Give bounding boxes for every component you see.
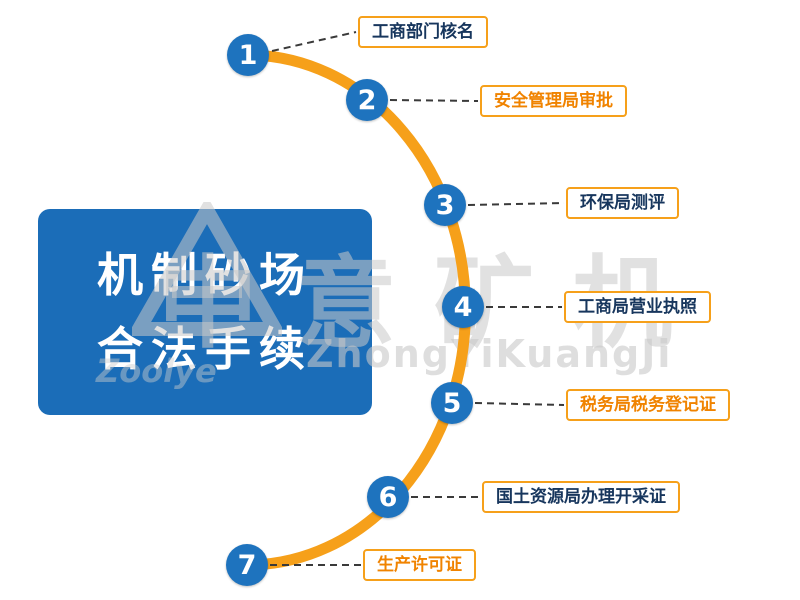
- step-6-label: 国土资源局办理开采证: [482, 481, 680, 513]
- step-1-number: 1: [227, 34, 269, 76]
- connector-line-3: [467, 202, 565, 206]
- connector-line-2: [389, 99, 479, 102]
- step-4-label: 工商局营业执照: [564, 291, 711, 323]
- step-3-label: 环保局测评: [566, 187, 679, 219]
- step-5-number: 5: [431, 382, 473, 424]
- step-2-label: 安全管理局审批: [480, 85, 627, 117]
- step-7-number: 7: [226, 544, 268, 586]
- step-3-number: 3: [424, 184, 466, 226]
- step-5-label: 税务局税务登记证: [566, 389, 730, 421]
- step-1-label: 工商部门核名: [358, 16, 488, 48]
- process-arc: [241, 49, 471, 571]
- connector-line-5: [474, 402, 565, 406]
- step-6-number: 6: [367, 476, 409, 518]
- step-2-number: 2: [346, 79, 388, 121]
- step-7-label: 生产许可证: [363, 549, 476, 581]
- step-4-number: 4: [442, 286, 484, 328]
- connector-line-1: [271, 31, 357, 52]
